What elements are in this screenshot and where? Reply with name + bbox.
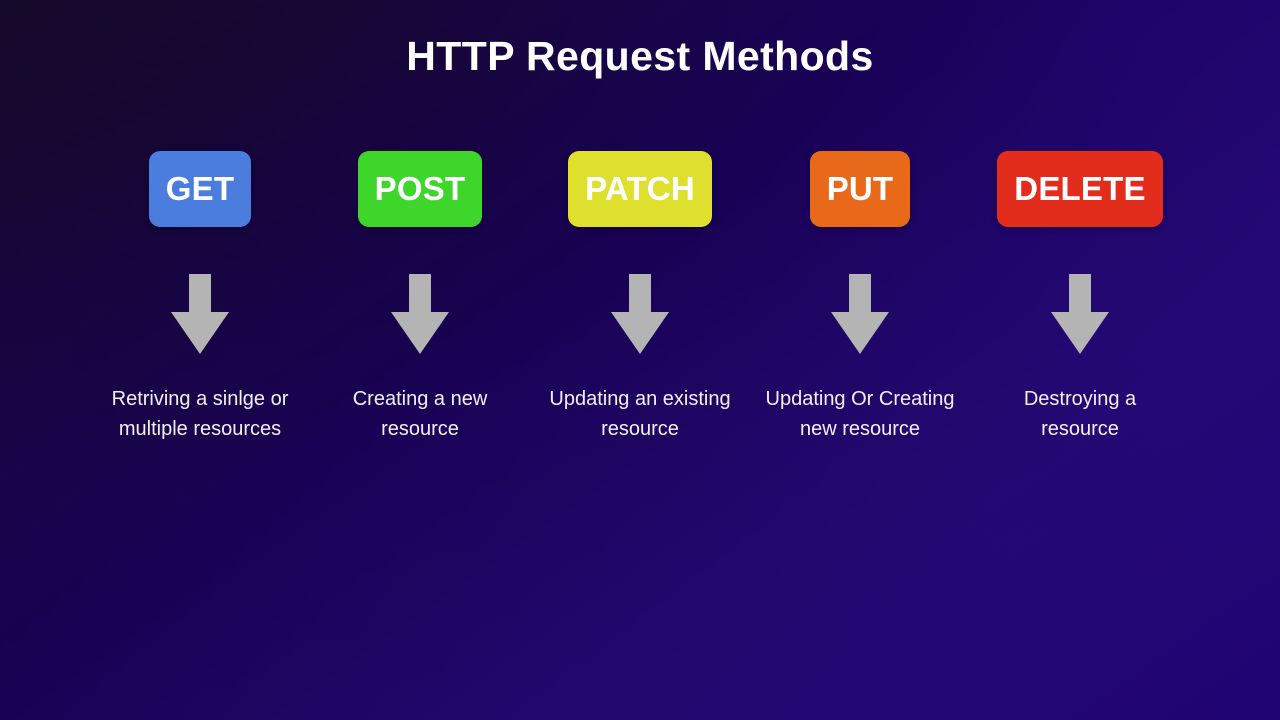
arrow-down-put [831,274,889,354]
arrow-down-icon [171,274,229,354]
arrow-down-delete [1051,274,1109,354]
method-description-patch: Updating an existing resource [549,388,731,440]
method-column-delete: DELETE Destroying a resource [970,151,1190,444]
method-badge-delete[interactable]: DELETE [997,151,1163,227]
method-column-patch: PATCH Updating an existing resource [530,151,750,444]
method-badge-put[interactable]: PUT [809,151,911,227]
method-badge-get[interactable]: GET [148,151,252,227]
arrow-down-get [171,274,229,354]
method-column-get: GET Retriving a sinlge or multiple resou… [90,151,310,444]
page-title: HTTP Request Methods [406,33,874,79]
arrow-down-post [391,274,449,354]
method-description-delete: Destroying a resource [1023,388,1137,440]
arrow-down-icon [611,274,669,354]
method-badge-post[interactable]: POST [357,151,483,227]
arrow-down-patch [611,274,669,354]
method-description-put: Updating Or Creating new resource [765,388,955,440]
arrow-down-icon [1051,274,1109,354]
arrow-down-icon [831,274,889,354]
method-badge-patch[interactable]: PATCH [568,151,712,227]
method-column-post: POST Creating a new resource [310,151,530,444]
method-column-put: PUT Updating Or Creating new resource [750,151,970,444]
method-description-post: Creating a new resource [352,388,488,440]
arrow-down-icon [391,274,449,354]
method-description-get: Retriving a sinlge or multiple resources [111,388,289,440]
method-columns: GET Retriving a sinlge or multiple resou… [90,151,1190,444]
